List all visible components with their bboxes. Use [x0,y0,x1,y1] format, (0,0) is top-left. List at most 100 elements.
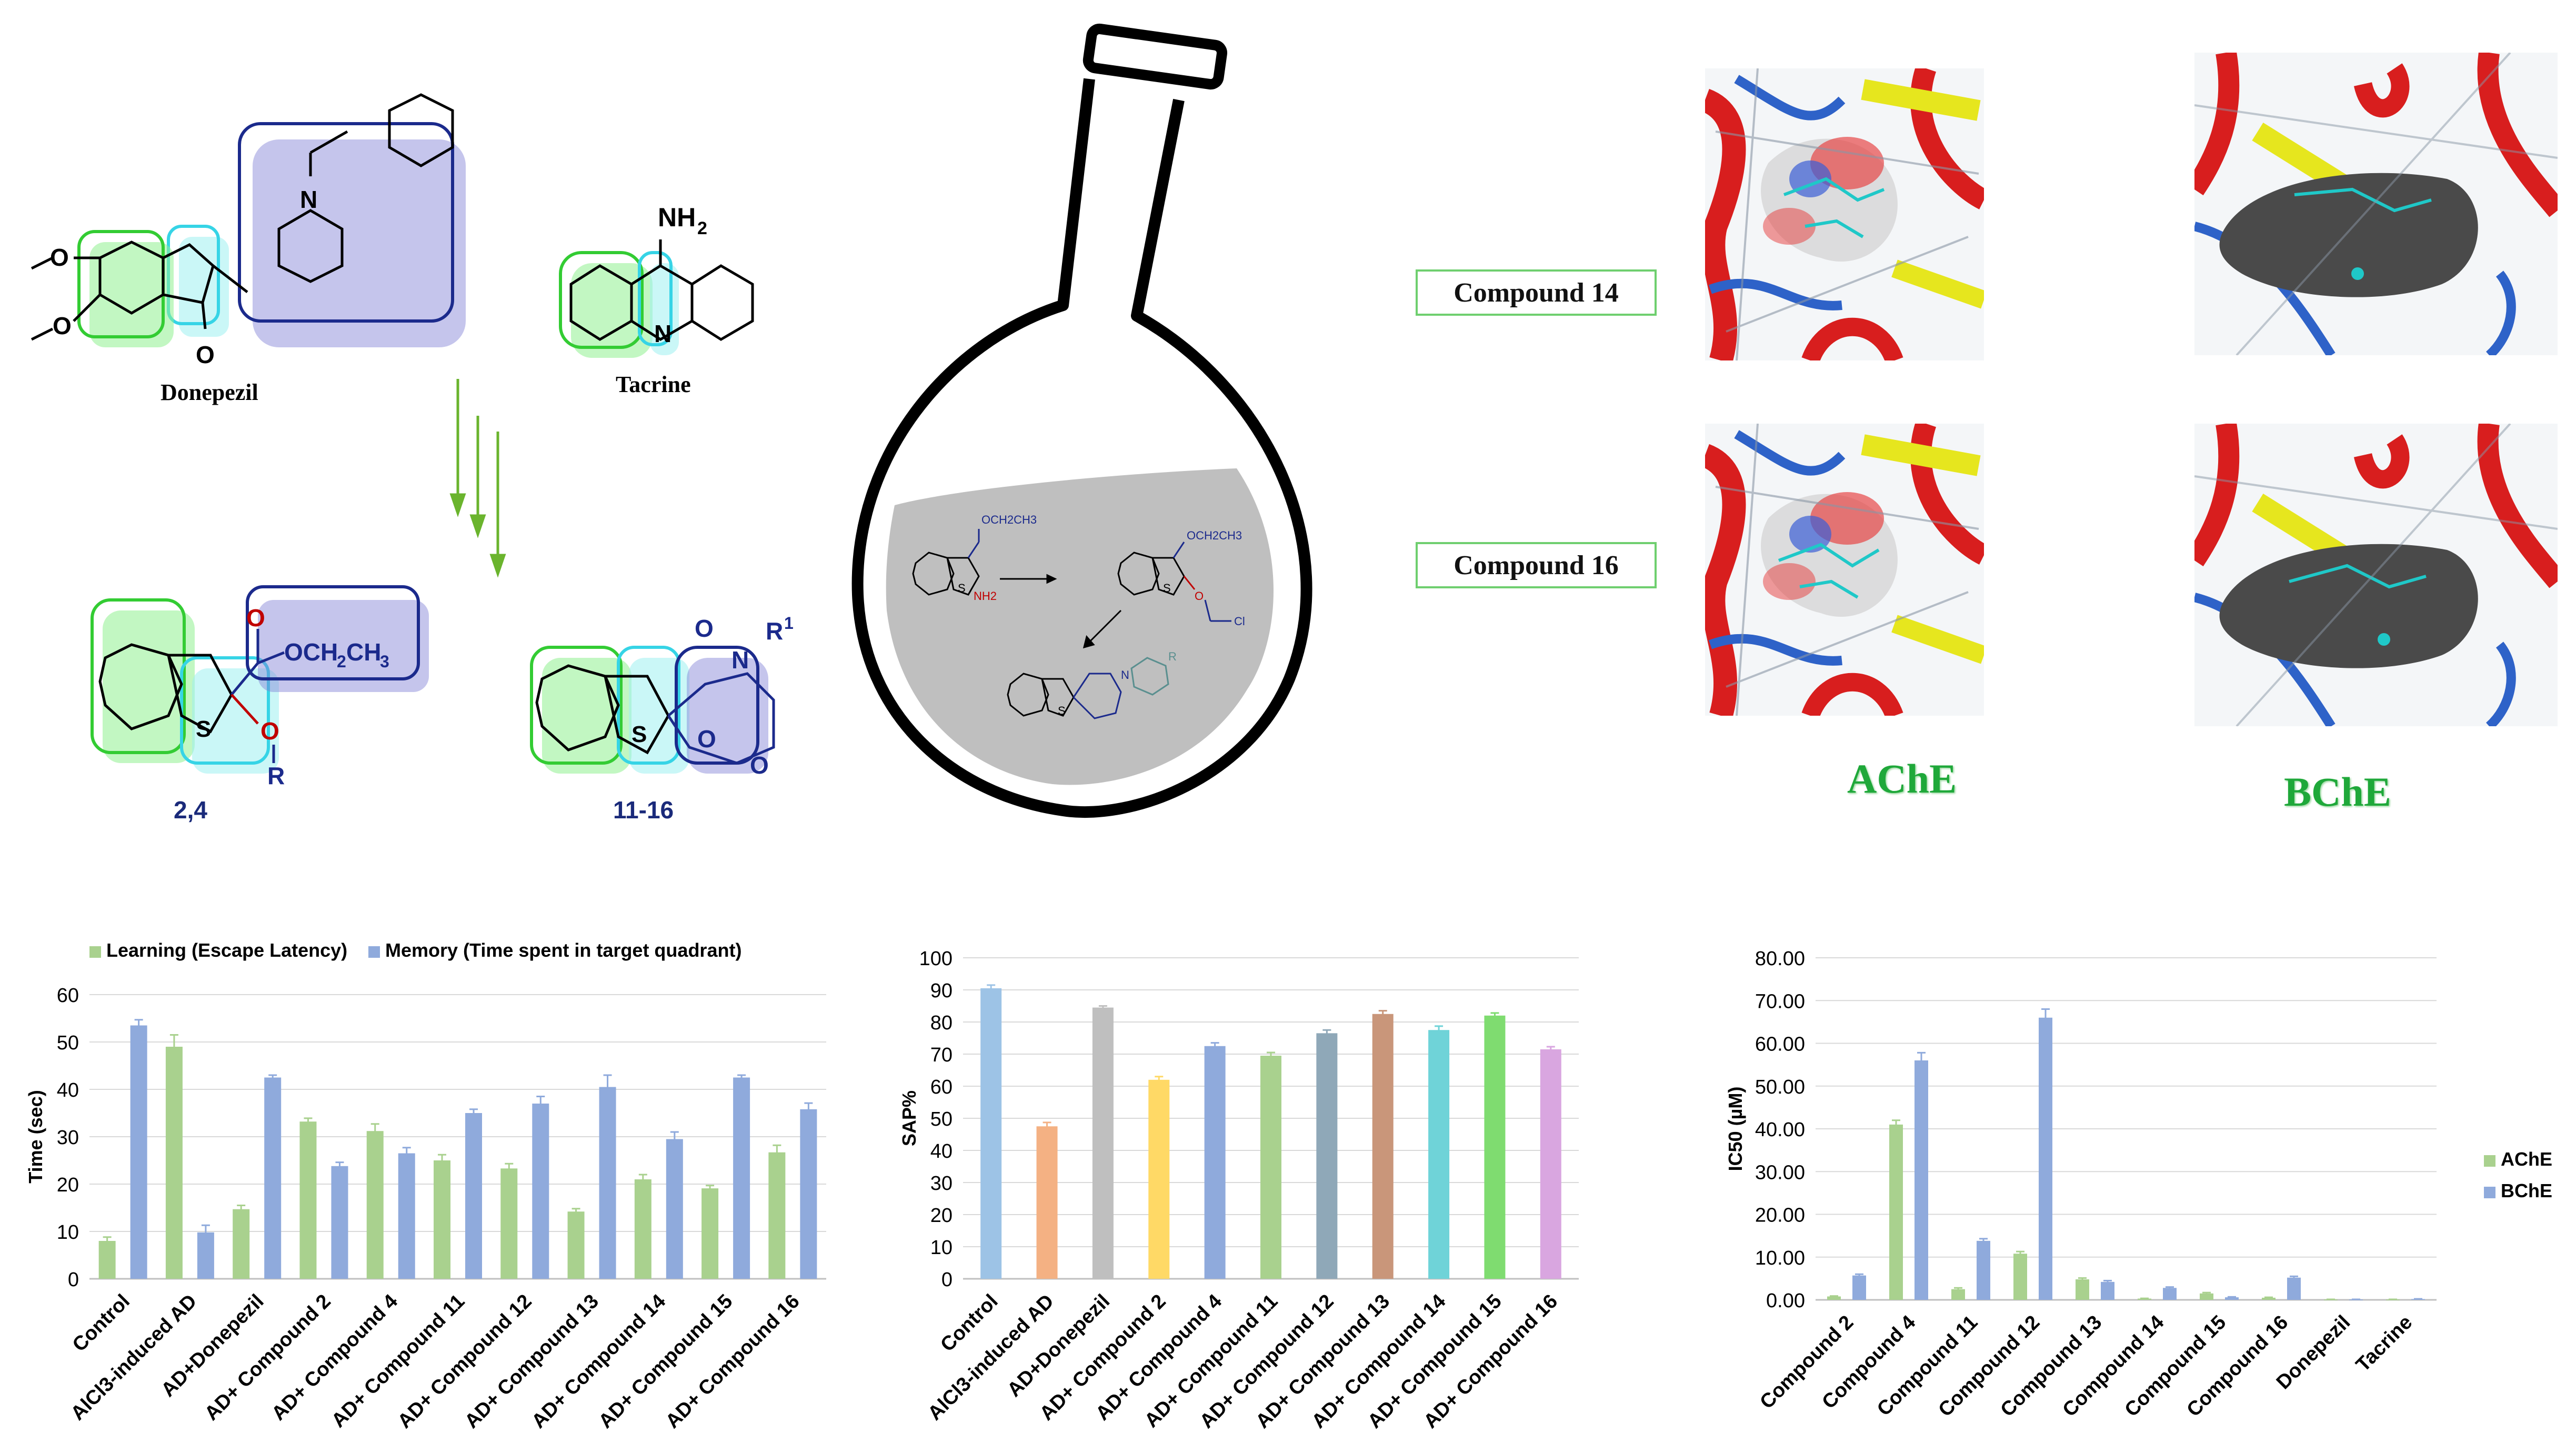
y-tick-label: 80 [930,1012,953,1034]
flask-s-3: S [1058,704,1066,717]
legend-swatch-learning [89,946,101,958]
y-tick-label: 50.00 [1755,1076,1805,1098]
bar [980,988,1002,1279]
flask-ester-2: OCH2CH3 [1187,529,1242,542]
bar [2287,1277,2301,1300]
bar [567,1211,585,1279]
ring-carbonyl-o: O [750,751,769,779]
bar [465,1113,482,1279]
bar [2225,1297,2239,1300]
bar [1204,1046,1226,1279]
chart-ic50: 0.0010.0020.0030.0040.0050.0060.0070.008… [1725,948,2552,1421]
legend-label-bche: BChE [2501,1180,2552,1201]
x-tick-label: AD+ Compound 15 [595,1290,737,1433]
y-tick-label: 50 [57,1032,79,1054]
bar [768,1152,786,1279]
bar [634,1179,651,1279]
tacrine-n-atom: N [654,320,671,347]
bar [366,1131,384,1279]
r1-group: R [766,617,783,645]
bar [2039,1017,2052,1300]
y-tick-label: 80.00 [1755,948,1805,970]
y-axis-label: SAP% [898,1090,920,1146]
molecule-design-panel: O O O N [31,93,679,368]
compound-11-16-structure [535,664,775,765]
y-tick-label: 30.00 [1755,1161,1805,1184]
bar [1889,1124,1903,1300]
bar [1036,1126,1058,1279]
thiophene-s-atom: S [196,716,211,742]
docking-bche-14 [2194,53,2558,355]
y-tick-label: 70 [930,1044,953,1066]
donepezil-label: Donepezil [161,379,258,405]
y-tick-label: 70.00 [1755,990,1805,1013]
bar [733,1077,750,1279]
bar [1148,1079,1170,1279]
bar [1316,1033,1338,1279]
tacrine-label: Tacrine [616,372,691,397]
bar [666,1139,683,1279]
bar [165,1047,183,1279]
bar [434,1160,450,1279]
y-axis-label: IC50 (µM) [1725,1087,1746,1171]
bar [2101,1281,2114,1300]
compound-16-box: Compound 16 [1416,542,1657,588]
bar [2013,1254,2027,1300]
ether-o-atom: O [260,717,279,745]
flask-n: N [1121,668,1129,682]
y-tick-label: 40 [930,1140,953,1163]
y-tick-label: 0 [68,1269,79,1291]
r1-sup: 1 [784,614,794,633]
x-tick-label: Control [68,1290,134,1356]
y-tick-label: 40.00 [1755,1119,1805,1141]
design-arrows [449,379,506,578]
y-tick-label: 0.00 [1766,1290,1805,1312]
ache-label: AChE [1847,756,1957,801]
legend-label-learning: Learning (Escape Latency) [106,939,347,961]
lactam-o-atom: O [695,615,714,642]
ester-carbonyl-o: O [246,604,265,632]
tacrine-nh2-sub: 2 [697,218,707,238]
x-tick-label: AD+ Compound 11 [327,1290,469,1432]
series-2-4-label: 2,4 [174,796,207,824]
docking-ache-16 [1705,424,1984,716]
ester-sub-2: 3 [380,652,389,671]
y-tick-label: 90 [930,980,953,1002]
bar [599,1087,616,1279]
x-tick-label: AD+ Compound 4 [267,1290,402,1425]
x-tick-label: AD+ Compound 2 [201,1290,335,1425]
tacrine-structure [569,239,754,341]
bar [532,1104,549,1279]
lactam-n-atom: N [731,646,749,674]
legend-swatch-memory [368,946,380,958]
docking-bche-16 [2194,424,2558,726]
x-tick-label: AlCl3-induced AD [67,1290,202,1425]
y-tick-label: 10 [57,1221,79,1244]
bar [2200,1293,2213,1300]
x-tick-label: AD+ Compound 14 [527,1290,670,1433]
bar [1372,1014,1394,1279]
tacrine-nh2: NH [658,203,696,232]
bar [2138,1298,2151,1300]
y-tick-label: 50 [930,1108,953,1130]
bar [1092,1007,1114,1279]
bar [1260,1056,1281,1279]
flask-scheme [912,529,1231,719]
reaction-flask: OCH2CH3 NH2 S OCH2CH3 S O Cl S N R [851,23,1312,818]
bar [2076,1279,2089,1300]
ester-text-2: CH [346,638,381,666]
bar [98,1241,116,1279]
x-tick-label: AD+Donepezil [1003,1290,1114,1401]
legend-swatch-ache [2484,1155,2495,1167]
bar [2163,1288,2177,1300]
donepezil-o-atom-2: O [53,312,72,339]
donepezil-structure [31,93,454,341]
y-tick-label: 30 [57,1127,79,1149]
y-tick-label: 10.00 [1755,1247,1805,1269]
y-axis-label: Time (sec) [25,1090,46,1183]
y-tick-label: 40 [57,1079,79,1101]
compound-14-box: Compound 14 [1416,269,1657,316]
ester-text: OCH [284,638,338,666]
compound-2-4-structure [98,629,285,763]
bar [1827,1296,1841,1300]
